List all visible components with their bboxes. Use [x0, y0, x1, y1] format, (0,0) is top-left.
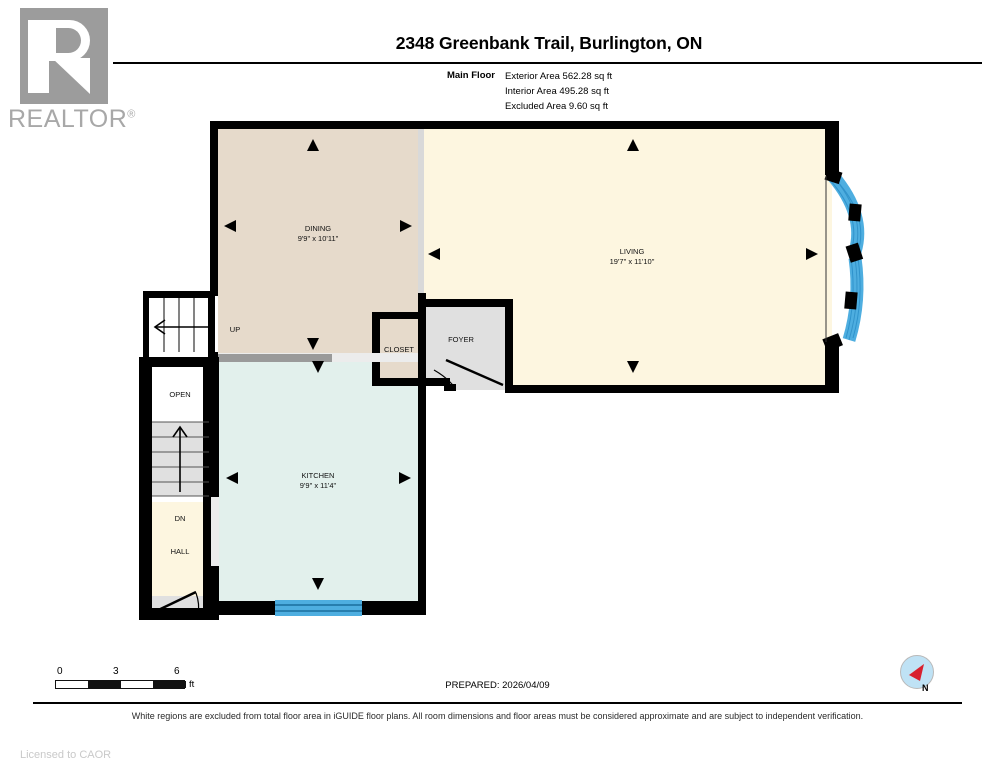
wall-dining-kitchen-left — [218, 354, 332, 362]
realtor-wordmark-text: REALTOR — [8, 105, 128, 133]
scale-bar-segment-2 — [153, 681, 186, 688]
excluded-area: Excluded Area 9.60 sq ft — [505, 101, 608, 112]
arrow-dining-south — [307, 338, 319, 350]
realtor-logo: REALTOR® — [8, 8, 135, 133]
door-foyer — [433, 358, 504, 389]
wall-stair-right — [203, 362, 211, 616]
wall-upper-stair-right — [208, 291, 215, 357]
wall-dining-closet — [418, 293, 426, 385]
room-fill-kitchen — [218, 362, 418, 604]
wall-partial-dining-living — [418, 128, 424, 300]
realtor-r-leg — [52, 58, 90, 94]
extent-arrows — [224, 139, 818, 590]
prepared-date: PREPARED: 2026/04/09 — [445, 680, 550, 691]
room-label-closet: CLOSET — [384, 345, 414, 354]
arrow-living-north — [627, 139, 639, 151]
wall-upper-stair-top — [143, 291, 215, 298]
arrow-kitchen-south — [312, 578, 324, 590]
wall-foyer-top — [424, 299, 513, 307]
wall-foyer-bottom — [444, 384, 456, 391]
arrow-dining-west — [224, 220, 236, 232]
wall-bottom-living — [505, 385, 839, 393]
arrow-dining-north — [307, 139, 319, 151]
scale-bar-segment-1 — [88, 681, 121, 688]
disclaimer-text: White regions are excluded from total fl… — [131, 711, 864, 721]
room-label-dining-name: DINING — [305, 224, 331, 233]
page-title: 2348 Greenbank Trail, Burlington, ON — [395, 33, 703, 53]
wall-closet-left — [372, 312, 380, 385]
footer-divider — [33, 702, 962, 704]
wall-closet-top — [372, 312, 426, 319]
marker-label-dn: DN — [175, 514, 186, 523]
room-fill-hall — [152, 502, 209, 608]
scale-bar — [55, 680, 186, 689]
floor-label: Main Floor — [446, 70, 495, 81]
room-labels: DINING 9'9" x 10'11" LIVING 19'7" x 11'1… — [169, 224, 654, 556]
wall-dining-kitchen-right — [332, 353, 418, 362]
marker-label-open: OPEN — [169, 390, 190, 399]
scale-tick-6: 6 — [174, 666, 180, 677]
room-label-living-name: LIVING — [620, 247, 645, 256]
room-label-foyer: FOYER — [448, 335, 474, 344]
compass-needle-icon — [908, 663, 925, 681]
room-fill-foyer — [426, 305, 512, 390]
wall-closet-bottom — [372, 378, 450, 386]
stair-direction-arrow-up — [153, 319, 208, 335]
room-label-living-dims: 19'7" x 11'10" — [610, 257, 655, 266]
realtor-r-bowl-inner — [56, 28, 81, 53]
scale-unit-label: ft — [189, 679, 195, 690]
room-label-dining-dims: 9'9" x 10'11" — [298, 234, 339, 243]
wall-upper-stair-left — [143, 291, 149, 357]
wall-left-dining-upper — [210, 121, 218, 296]
stair-direction-arrow-dn — [172, 425, 188, 492]
bay-window-living — [822, 168, 865, 352]
arrow-kitchen-east — [399, 472, 411, 484]
room-label-kitchen-name: KITCHEN — [302, 471, 335, 480]
registered-mark-icon: ® — [127, 108, 136, 121]
wall-kitchen-left — [209, 362, 219, 497]
door-hall-entry — [149, 590, 200, 616]
wall-top — [210, 121, 839, 129]
compass-north-label: N — [922, 683, 929, 693]
compass-rose: N — [900, 655, 942, 705]
wall-right-living-bottom — [825, 344, 839, 393]
stair-treads-up — [163, 298, 195, 352]
wall-kitchen-right — [418, 362, 426, 609]
threshold-strip-kitchen-hall — [209, 496, 219, 566]
wall-foyer-living — [505, 305, 513, 391]
exterior-area: Exterior Area 562.28 sq ft — [505, 71, 613, 82]
arrow-kitchen-west — [226, 472, 238, 484]
wall-hall-left — [139, 362, 152, 616]
marker-label-up: UP — [230, 325, 240, 334]
arrow-living-west — [428, 248, 440, 260]
licensed-to-text: Licensed to CAOR — [20, 749, 112, 761]
room-label-kitchen-dims: 9'9" x 11'4" — [300, 481, 337, 490]
arrow-living-east — [806, 248, 818, 260]
header-divider — [113, 62, 982, 64]
room-fill-living — [424, 128, 832, 385]
open-region-excluded — [152, 368, 209, 422]
area-summary: Exterior Area 562.28 sq ft Interior Area… — [505, 69, 612, 114]
wall-hall-top — [139, 357, 219, 367]
wall-right-living-top — [825, 121, 839, 175]
realtor-wordmark: REALTOR® — [8, 105, 136, 134]
arrow-kitchen-north — [312, 361, 324, 373]
wall-kitchen-left-lower — [209, 566, 219, 611]
window-kitchen-south — [275, 600, 362, 616]
arrow-dining-east — [400, 220, 412, 232]
scale-tick-0: 0 — [57, 666, 63, 677]
scale-tick-3: 3 — [113, 666, 119, 677]
realtor-r-stem — [28, 20, 49, 93]
arrow-living-south — [627, 361, 639, 373]
room-label-hall: HALL — [171, 547, 190, 556]
interior-area: Interior Area 495.28 sq ft — [505, 86, 610, 97]
